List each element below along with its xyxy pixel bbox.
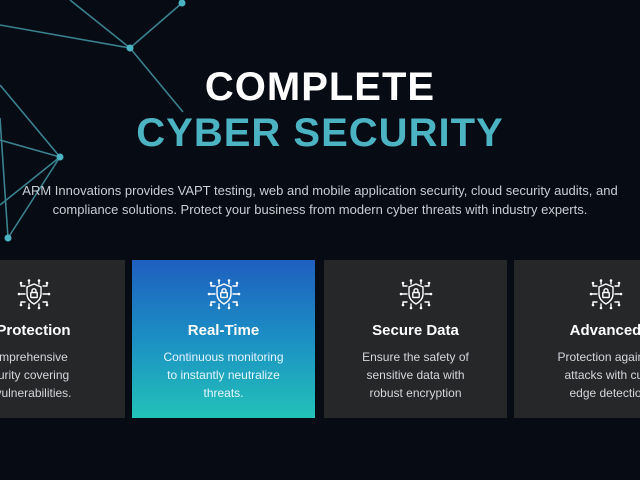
shield-lock-icon	[207, 279, 240, 310]
feature-card-text-line: urity covering	[0, 368, 70, 382]
feature-card-text-line: to instantly neutralize	[167, 368, 280, 382]
hero-title-line1: COMPLETE	[204, 65, 436, 109]
feature-card-text-line: mprehensive	[0, 350, 68, 364]
intro-paragraph: ARM Innovations provides VAPT testing, w…	[0, 181, 640, 219]
feature-card-text: Ensure the safety of sensitive data with…	[324, 348, 507, 402]
hero-title: COMPLETE CYBER SECURITY	[0, 64, 640, 156]
feature-card-secure-data[interactable]: Secure Data Ensure the safety of sensiti…	[324, 260, 507, 418]
feature-card-text-line: edge detectio	[569, 386, 640, 400]
feature-card-text: Protection against attacks with cut edge…	[514, 348, 640, 402]
feature-card-text-line: sensitive data with	[366, 368, 465, 382]
shield-lock-icon	[399, 279, 432, 310]
feature-card-text: mprehensive urity covering vulnerabiliti…	[0, 348, 125, 402]
feature-card-text-line: threats.	[203, 386, 244, 400]
feature-card-text: Continuous monitoring to instantly neutr…	[132, 348, 315, 402]
hero-title-line2: CYBER SECURITY	[136, 111, 504, 155]
feature-card-title: Secure Data	[372, 322, 459, 339]
feature-card-text-line: Ensure the safety of	[362, 350, 469, 364]
feature-card-real-time[interactable]: Real-Time Continuous monitoring to insta…	[132, 260, 315, 418]
feature-card-protection[interactable]: Protection mprehensive urity covering vu…	[0, 260, 125, 418]
intro-line2: compliance solutions. Protect your busin…	[52, 202, 588, 217]
feature-card-title: Protection	[0, 322, 71, 339]
shield-lock-icon	[589, 279, 622, 310]
feature-card-text-line: Continuous monitoring	[163, 350, 284, 364]
feature-card-text-line: Protection against	[557, 350, 640, 364]
feature-card-title: Advanced	[569, 322, 640, 339]
feature-card-text-line: attacks with cut	[564, 368, 640, 382]
feature-card-title: Real-Time	[187, 322, 260, 339]
intro-line1: ARM Innovations provides VAPT testing, w…	[22, 183, 618, 198]
feature-card-text-line: robust encryption	[369, 386, 462, 400]
feature-card-text-line: vulnerabilities.	[0, 386, 72, 400]
feature-card-advanced[interactable]: Advanced Protection against attacks with…	[514, 260, 640, 418]
shield-lock-icon	[17, 279, 50, 310]
